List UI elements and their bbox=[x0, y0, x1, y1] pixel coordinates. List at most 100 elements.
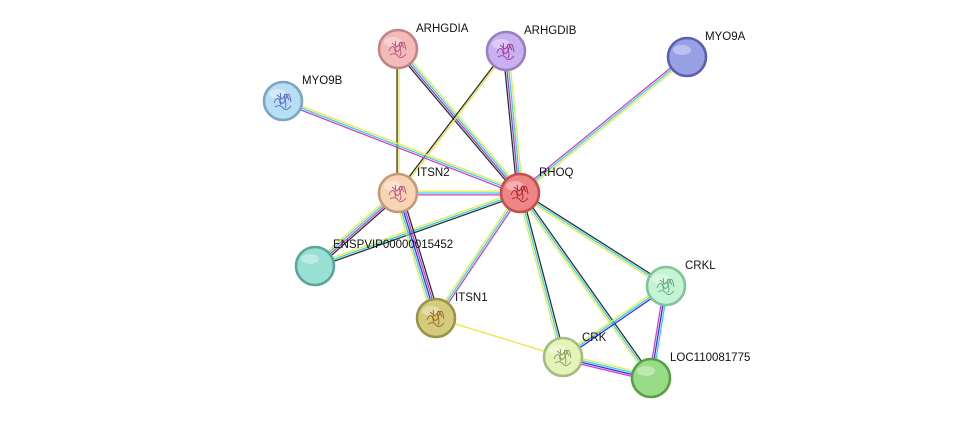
edge-channel-line bbox=[520, 57, 689, 195]
edges-layer bbox=[282, 46, 689, 382]
node-label: ENSPVIP00000015452 bbox=[333, 239, 453, 251]
protein-structure-icon bbox=[388, 40, 407, 59]
edge-loc110081775-rhoq bbox=[517, 191, 654, 380]
edge-myo9b-rhoq bbox=[282, 98, 521, 196]
edge-channel-line bbox=[399, 46, 523, 192]
edge-channel-line bbox=[519, 192, 564, 358]
node-label: ARHGDIA bbox=[416, 23, 469, 35]
node-gloss bbox=[673, 45, 691, 55]
node-circle[interactable] bbox=[542, 336, 584, 378]
edge-arhgdia-rhoq bbox=[395, 46, 523, 196]
edge-channel-line bbox=[519, 192, 652, 379]
edge-channel-line bbox=[283, 98, 521, 192]
edge-channel-line bbox=[563, 287, 668, 360]
node-gloss bbox=[549, 345, 567, 355]
structure-ribbon bbox=[496, 42, 515, 61]
edge-channel-line bbox=[282, 102, 520, 196]
node-loc110081775[interactable]: LOC110081775 bbox=[630, 352, 750, 399]
edge-channel-line bbox=[315, 194, 521, 269]
node-gloss bbox=[269, 89, 287, 99]
protein-structure-icon bbox=[656, 277, 675, 296]
node-label: CRKL bbox=[685, 260, 716, 272]
node-arhgdia[interactable]: ARHGDIA bbox=[377, 23, 469, 70]
node-circle[interactable] bbox=[499, 172, 541, 214]
edge-channel-line bbox=[398, 47, 522, 193]
edge-channel-line bbox=[517, 193, 650, 380]
edge-itsn1-rhoq bbox=[433, 191, 523, 320]
node-circle[interactable] bbox=[294, 245, 336, 287]
node-arhgdib[interactable]: ARHGDIB bbox=[485, 25, 577, 72]
edge-arhgdia-itsn2 bbox=[396, 49, 400, 193]
edge-channel-line bbox=[401, 191, 441, 318]
node-gloss bbox=[506, 181, 524, 191]
edge-channel-line bbox=[508, 50, 524, 193]
edge-channel-line bbox=[437, 193, 523, 320]
protein-structure-icon bbox=[388, 184, 407, 203]
edge-channel-line bbox=[518, 194, 666, 289]
edge-channel-line bbox=[562, 285, 667, 358]
structure-ribbon bbox=[553, 348, 572, 367]
node-label: RHOQ bbox=[539, 167, 574, 179]
node-gloss bbox=[384, 37, 402, 47]
node-label: LOC110081775 bbox=[670, 352, 750, 364]
edge-channel-line bbox=[395, 50, 519, 196]
node-rhoq[interactable]: RHOQ bbox=[499, 167, 574, 214]
node-crkl[interactable]: CRKL bbox=[645, 260, 716, 307]
structure-ribbon bbox=[273, 92, 292, 111]
protein-structure-icon bbox=[426, 309, 445, 328]
nodes-layer: ARHGDIA ARHGDIB MYO9A MYO9B RHOQ ITSN2ENSPVIP… bbox=[262, 23, 750, 399]
node-itsn2[interactable]: ITSN2 bbox=[377, 167, 450, 214]
edge-channel-line bbox=[517, 193, 562, 358]
structure-ribbon bbox=[510, 184, 529, 203]
edge-crkl-rhoq bbox=[518, 190, 668, 289]
edge-myo9a-rhoq bbox=[518, 55, 689, 195]
node-label: CRK bbox=[582, 332, 607, 344]
edge-channel-line bbox=[398, 51, 508, 194]
edge-itsn2-rhoq bbox=[398, 190, 520, 196]
node-label: ITSN1 bbox=[455, 292, 488, 304]
edge-channel-line bbox=[314, 192, 521, 267]
node-label: MYO9B bbox=[302, 75, 343, 87]
node-circle[interactable] bbox=[485, 30, 527, 72]
node-gloss bbox=[422, 306, 440, 316]
edge-channel-line bbox=[521, 192, 566, 357]
edge-channel-line bbox=[435, 192, 521, 319]
node-circle[interactable] bbox=[377, 172, 419, 214]
node-gloss bbox=[301, 254, 319, 264]
node-circle[interactable] bbox=[666, 36, 708, 78]
node-label: ITSN2 bbox=[417, 167, 450, 179]
node-circle[interactable] bbox=[262, 80, 304, 122]
edge-crk-crkl bbox=[561, 283, 668, 360]
node-circle[interactable] bbox=[645, 265, 687, 307]
node-gloss bbox=[492, 39, 510, 49]
node-circle[interactable] bbox=[377, 28, 419, 70]
edge-arhgdib-itsn2 bbox=[396, 50, 508, 194]
node-myo9b[interactable]: MYO9B bbox=[262, 75, 343, 122]
node-circle[interactable] bbox=[415, 297, 457, 339]
edge-channel-line bbox=[504, 51, 520, 194]
edge-channel-line bbox=[395, 193, 435, 319]
edge-channel-line bbox=[396, 50, 506, 193]
protein-structure-icon bbox=[496, 42, 515, 61]
edge-channel-line bbox=[561, 283, 666, 356]
node-crk[interactable]: CRK bbox=[542, 332, 607, 378]
structure-ribbon bbox=[388, 184, 407, 203]
edge-itsn1-itsn2 bbox=[393, 191, 441, 320]
structure-ribbon bbox=[656, 277, 675, 296]
protein-structure-icon bbox=[553, 348, 572, 367]
edge-channel-line bbox=[519, 192, 667, 287]
protein-structure-icon bbox=[273, 92, 292, 111]
node-itsn1[interactable]: ITSN1 bbox=[415, 292, 488, 339]
edge-channel-line bbox=[397, 192, 437, 319]
node-gloss bbox=[652, 274, 670, 284]
edge-channel-line bbox=[399, 192, 439, 318]
edge-channel-line bbox=[518, 55, 687, 193]
structure-ribbon bbox=[388, 40, 407, 59]
node-label: MYO9A bbox=[705, 31, 746, 43]
node-enspvip00000015452[interactable]: ENSPVIP00000015452 bbox=[294, 239, 453, 287]
node-myo9a[interactable]: MYO9A bbox=[666, 31, 746, 78]
node-circle[interactable] bbox=[630, 357, 672, 399]
edge-enspvip00000015452-rhoq bbox=[314, 190, 521, 269]
edge-channel-line bbox=[393, 193, 433, 320]
